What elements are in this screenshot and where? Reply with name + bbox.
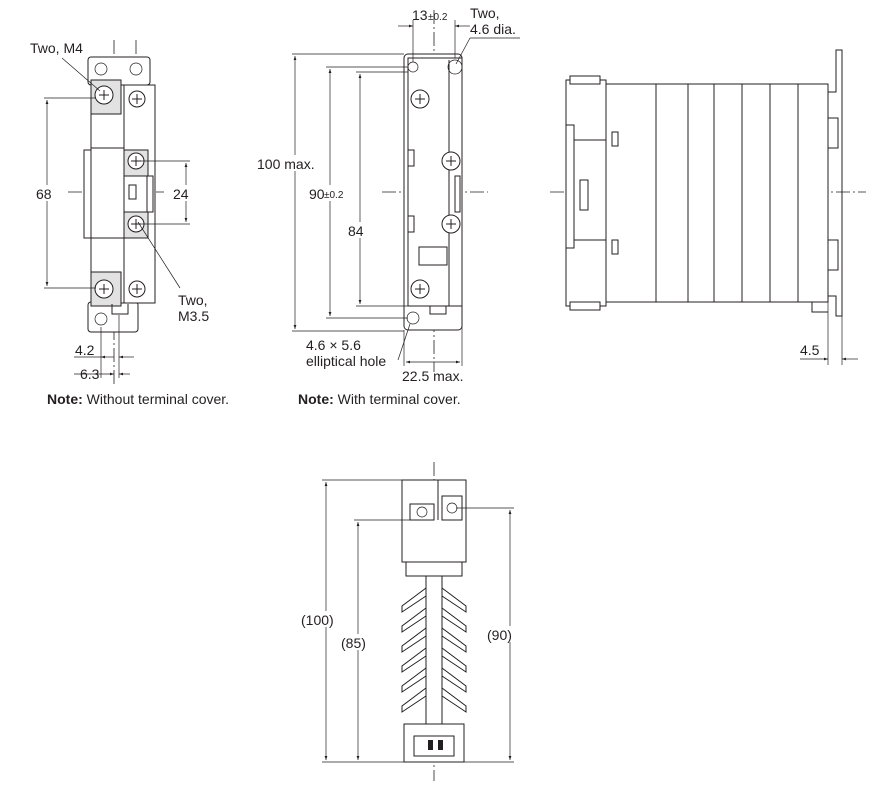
dim-68: 68 bbox=[36, 186, 52, 202]
side-view: 4.5 bbox=[550, 49, 866, 365]
label-two-46-line1: Two, bbox=[470, 5, 500, 21]
note1-label: Note: bbox=[47, 391, 83, 407]
label-two-m35-line1: Two, bbox=[178, 292, 208, 308]
dim-84: 84 bbox=[348, 223, 364, 239]
dim-22-5-max: 22.5 max. bbox=[402, 368, 463, 384]
note2-text: With terminal cover. bbox=[334, 391, 461, 407]
label-elliptical-line2: elliptical hole bbox=[306, 353, 386, 369]
note-with-cover: Note: With terminal cover. bbox=[298, 391, 461, 407]
note2-label: Note: bbox=[298, 391, 334, 407]
heatsink-fins bbox=[401, 587, 467, 713]
dim-100-ref: (100) bbox=[301, 612, 334, 628]
front-view-without-cover: 68 24 Two, M4 Two, M3.5 4.2 6.3 Note: Wi… bbox=[30, 40, 229, 407]
dim-6-3: 6.3 bbox=[80, 366, 100, 382]
dim-4-2: 4.2 bbox=[75, 342, 95, 358]
dim-4-5: 4.5 bbox=[800, 342, 820, 358]
dim-90: 90 bbox=[309, 186, 325, 202]
heatsink-view: (100) (85) (90) bbox=[300, 462, 522, 781]
front-view-with-cover: 13 ±0.2 Two, 4.6 dia. 100 max. 90 ±0.2 8… bbox=[256, 5, 520, 407]
dim-90-ref: (90) bbox=[487, 627, 512, 643]
dim-13-tol: ±0.2 bbox=[428, 12, 448, 23]
label-two-46-line2: 4.6 dia. bbox=[470, 21, 516, 37]
dim-24: 24 bbox=[173, 186, 189, 202]
label-two-m4: Two, M4 bbox=[30, 40, 83, 56]
label-elliptical-line1: 4.6 × 5.6 bbox=[306, 337, 361, 353]
dim-100-max: 100 max. bbox=[257, 156, 315, 172]
dim-90-tol: ±0.2 bbox=[324, 190, 344, 201]
note1-text: Without terminal cover. bbox=[83, 391, 229, 407]
dim-85-ref: (85) bbox=[341, 635, 366, 651]
note-without-cover: Note: Without terminal cover. bbox=[47, 391, 229, 407]
dim-13: 13 bbox=[412, 7, 428, 23]
label-two-m35-line2: M3.5 bbox=[178, 308, 209, 324]
